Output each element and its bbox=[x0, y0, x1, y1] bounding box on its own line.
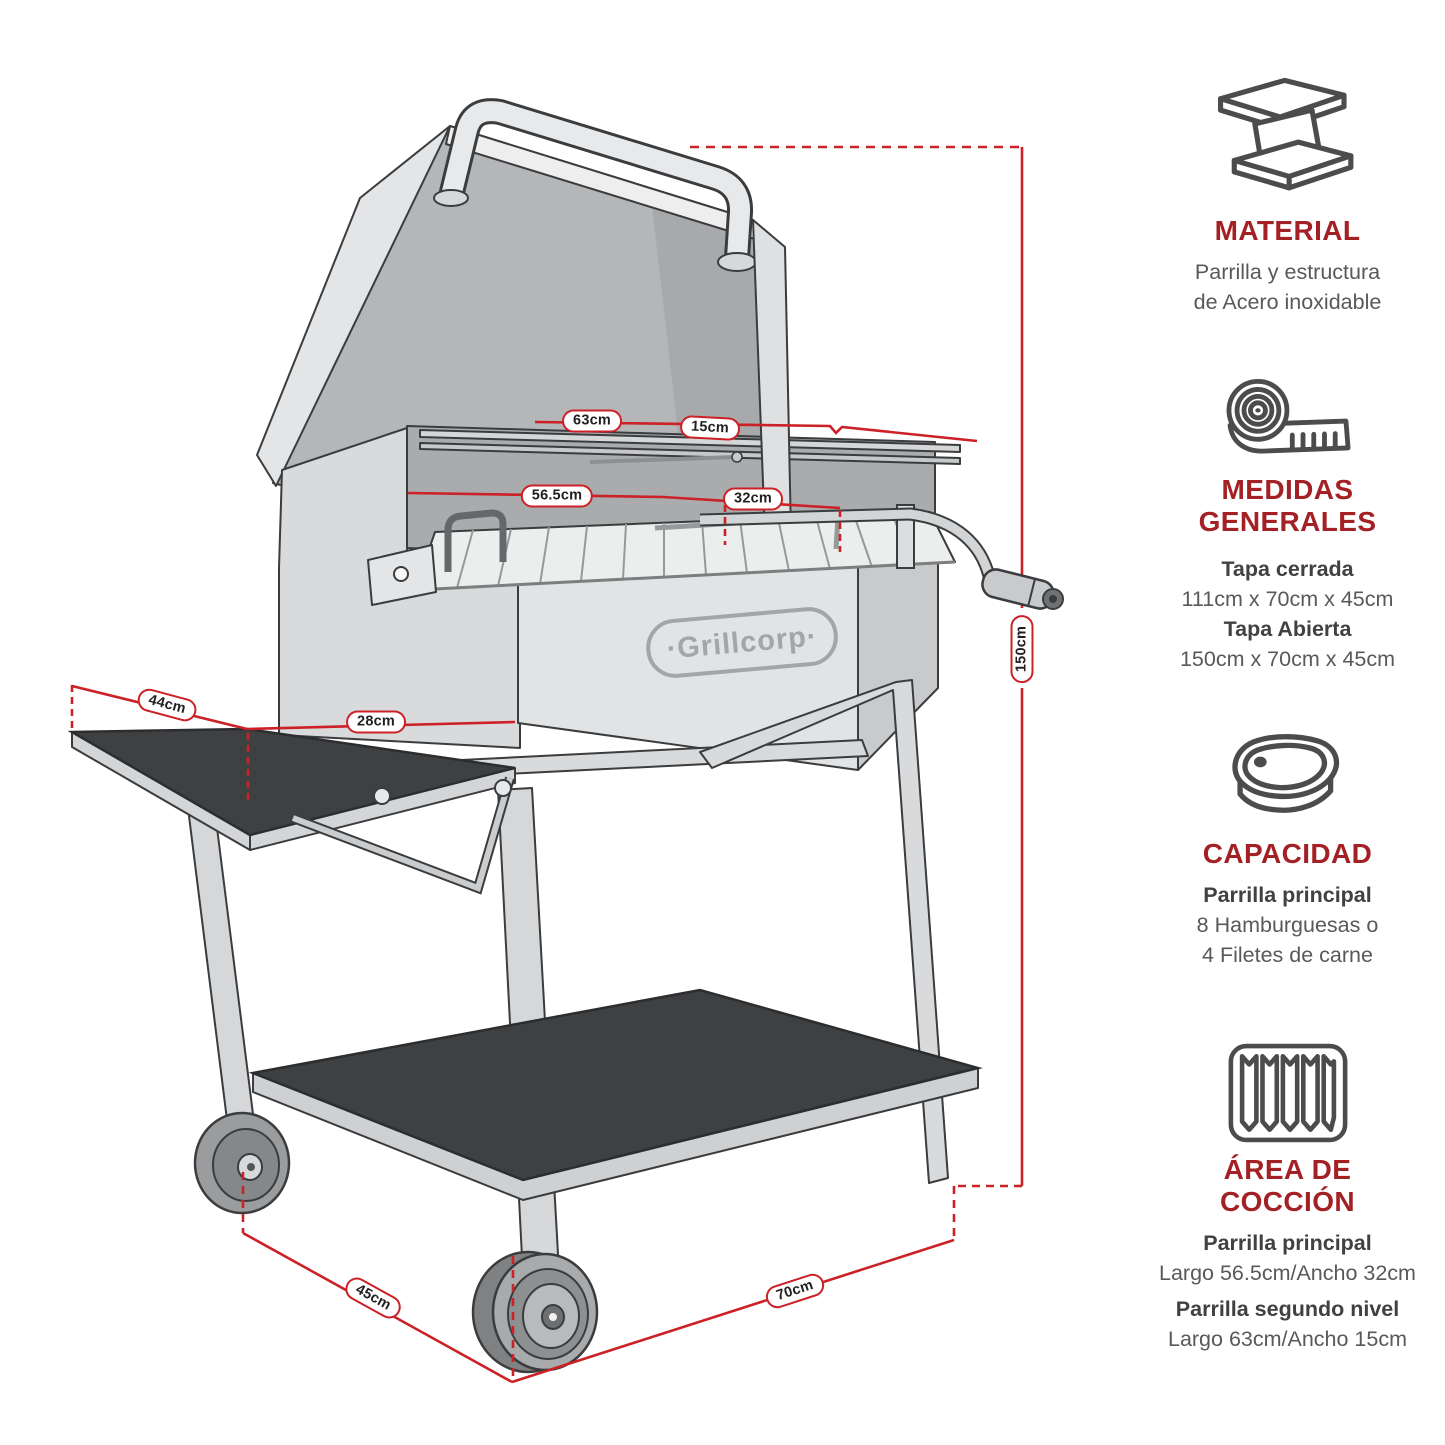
section-text-line: Parrilla principal bbox=[1203, 1231, 1372, 1255]
dimension-label-second-level-width: 15cm bbox=[679, 414, 741, 442]
height-crank bbox=[654, 504, 996, 578]
section-text-line: de Acero inoxidable bbox=[1193, 290, 1382, 314]
section-title: CAPACIDAD bbox=[1202, 838, 1373, 869]
section-text-line: Parrilla segundo nivel bbox=[1175, 1297, 1400, 1321]
section-text-line: Parrilla y estructura bbox=[1194, 260, 1381, 284]
section-text-line: Largo 63cm/Ancho 15cm bbox=[1167, 1327, 1408, 1351]
grate-handle-icon bbox=[444, 509, 507, 572]
side-shelf bbox=[67, 727, 516, 895]
section-text-line: Tapa cerrada bbox=[1221, 557, 1354, 581]
dimension-label-total-height: 150cm bbox=[1010, 614, 1034, 684]
section-text-line: 150cm x 70cm x 45cm bbox=[1179, 647, 1396, 671]
lower-shelf bbox=[248, 988, 983, 1201]
front-wheel bbox=[471, 1250, 599, 1374]
measuring-tape-icon bbox=[1226, 378, 1351, 454]
section-text-line: 8 Hamburguesas o bbox=[1196, 913, 1379, 937]
section-title: MEDIDAS GENERALES bbox=[1198, 474, 1377, 537]
grill-grate-icon bbox=[1228, 1043, 1347, 1143]
section-text-line: 111cm x 70cm x 45cm bbox=[1181, 587, 1394, 611]
section-title: ÁREA DE COCCIÓN bbox=[1219, 1154, 1356, 1217]
section-text-line: Tapa Abierta bbox=[1223, 617, 1352, 641]
section-area-de-coccion: ÁREA DE COCCIÓN Parrilla principal Largo… bbox=[1130, 1040, 1445, 1354]
section-title: MATERIAL bbox=[1214, 215, 1361, 246]
dimension-label-main-grill-width: 32cm bbox=[723, 487, 783, 511]
lid-handle-icon bbox=[433, 98, 757, 272]
rear-wheel bbox=[193, 1111, 291, 1215]
grill-illustration: ·Grillcorp· bbox=[67, 98, 1064, 1384]
crank-grip bbox=[981, 568, 1064, 610]
section-medidas-generales: MEDIDAS GENERALES Tapa cerrada 111cm x 7… bbox=[1130, 372, 1445, 674]
steak-icon bbox=[1231, 733, 1339, 813]
dimension-label-side-table-width: 28cm bbox=[346, 710, 406, 734]
section-material: MATERIAL Parrilla y estructura de Acero … bbox=[1130, 60, 1445, 317]
dimension-label-main-grill-length: 56.5cm bbox=[520, 484, 594, 508]
dimension-label-second-level-length: 63cm bbox=[562, 409, 622, 433]
main-grill-grate bbox=[367, 509, 956, 606]
section-capacidad: CAPACIDAD Parrilla principal 8 Hamburgue… bbox=[1130, 728, 1445, 970]
section-text-line: 4 Filetes de carne bbox=[1202, 943, 1373, 967]
section-text-line: Largo 56.5cm/Ancho 32cm bbox=[1159, 1261, 1416, 1285]
section-text-line: Parrilla principal bbox=[1203, 883, 1372, 907]
steel-beam-icon bbox=[1217, 77, 1353, 191]
